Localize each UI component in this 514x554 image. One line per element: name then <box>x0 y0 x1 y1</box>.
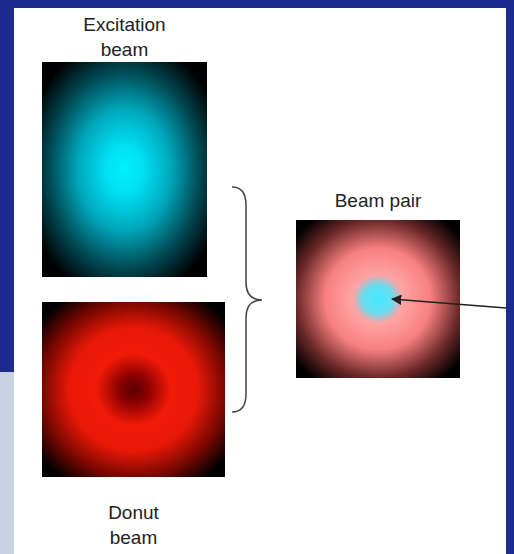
slide-panel <box>14 8 506 554</box>
beam-panel: Donut beam <box>42 302 225 552</box>
beam-panel: Beam pair <box>296 186 460 378</box>
merge-bracket <box>232 187 262 412</box>
beam-label: Beam pair <box>303 188 453 213</box>
beam-label: Excitation beam <box>70 12 180 62</box>
pointer-arrow <box>392 299 506 308</box>
donut-beam-image <box>42 302 225 477</box>
excitation-beam-image <box>42 62 207 277</box>
beam-pair-image <box>296 220 460 378</box>
side-panel <box>0 372 14 554</box>
beam-panel: Excitation beam <box>42 8 207 277</box>
beam-label: Donut beam <box>94 500 174 550</box>
